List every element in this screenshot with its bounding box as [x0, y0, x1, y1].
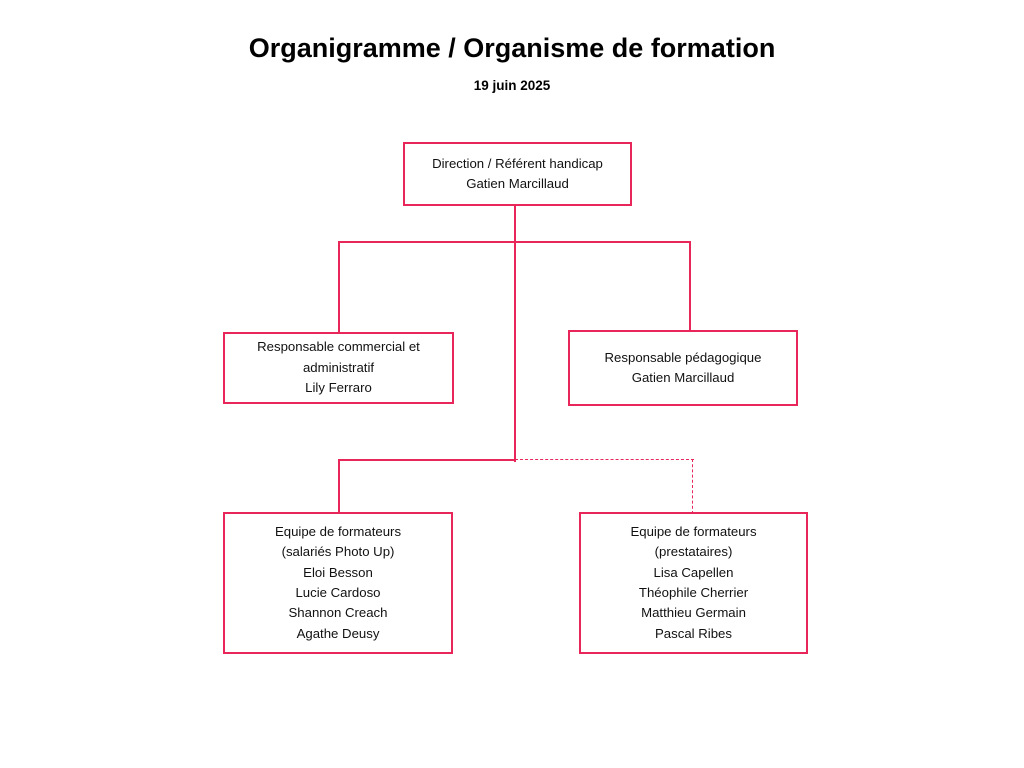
org-node-line: Lucie Cardoso: [295, 585, 381, 600]
connector-direction-stem: [514, 206, 516, 462]
org-node-line: Eloi Besson: [303, 564, 373, 580]
org-node-line: Direction / Référent handicap: [432, 155, 603, 171]
org-node-pedagogique[interactable]: Responsable pédagogique Gatien Marcillau…: [568, 330, 798, 406]
org-node-line: Responsable commercial et: [257, 339, 420, 355]
connector-drop-commercial: [338, 241, 340, 334]
org-node-line: administratif: [302, 359, 375, 375]
connector-drop-formateurs-salaries: [338, 459, 340, 514]
org-node-line: Gatien Marcillaud: [631, 370, 735, 385]
org-node-formateurs-salaries[interactable]: Equipe de formateurs (salariés Photo Up)…: [223, 512, 453, 654]
page-subtitle-date: 19 juin 2025: [473, 78, 551, 93]
connector-drop-pedagogique: [689, 241, 691, 332]
org-node-commercial[interactable]: Responsable commercial et administratif …: [223, 332, 454, 404]
page-title: Organigramme / Organisme de formation: [248, 33, 776, 63]
org-node-line: Equipe de formateurs: [274, 523, 402, 539]
org-node-line: Shannon Creach: [288, 605, 388, 621]
org-node-line: Responsable pédagogique: [604, 349, 762, 365]
org-node-formateurs-prestataires[interactable]: Equipe de formateurs (prestataires) Lisa…: [579, 512, 808, 654]
org-node-line: Agathe Deusy: [296, 625, 380, 641]
org-node-line: Equipe de formateurs: [630, 523, 757, 539]
org-node-direction[interactable]: Direction / Référent handicap Gatien Mar…: [403, 142, 632, 206]
org-node-line: (salariés Photo Up): [281, 544, 395, 560]
connector-lower-bus-left: [338, 459, 516, 461]
org-node-line: Pascal Ribes: [655, 625, 732, 641]
org-node-line: Matthieu Germain: [641, 605, 746, 621]
org-node-line: (prestataires): [654, 544, 733, 560]
connector-upper-bus: [338, 241, 690, 243]
org-node-line: Gatien Marcillaud: [466, 176, 569, 191]
connector-lower-bus-right-dashed: [515, 459, 694, 460]
org-node-line: Lisa Capellen: [653, 564, 734, 580]
org-node-line: Lily Ferraro: [305, 380, 372, 396]
connector-drop-formateurs-prestataires-dashed: [692, 459, 693, 514]
org-node-line: Théophile Cherrier: [638, 585, 749, 600]
